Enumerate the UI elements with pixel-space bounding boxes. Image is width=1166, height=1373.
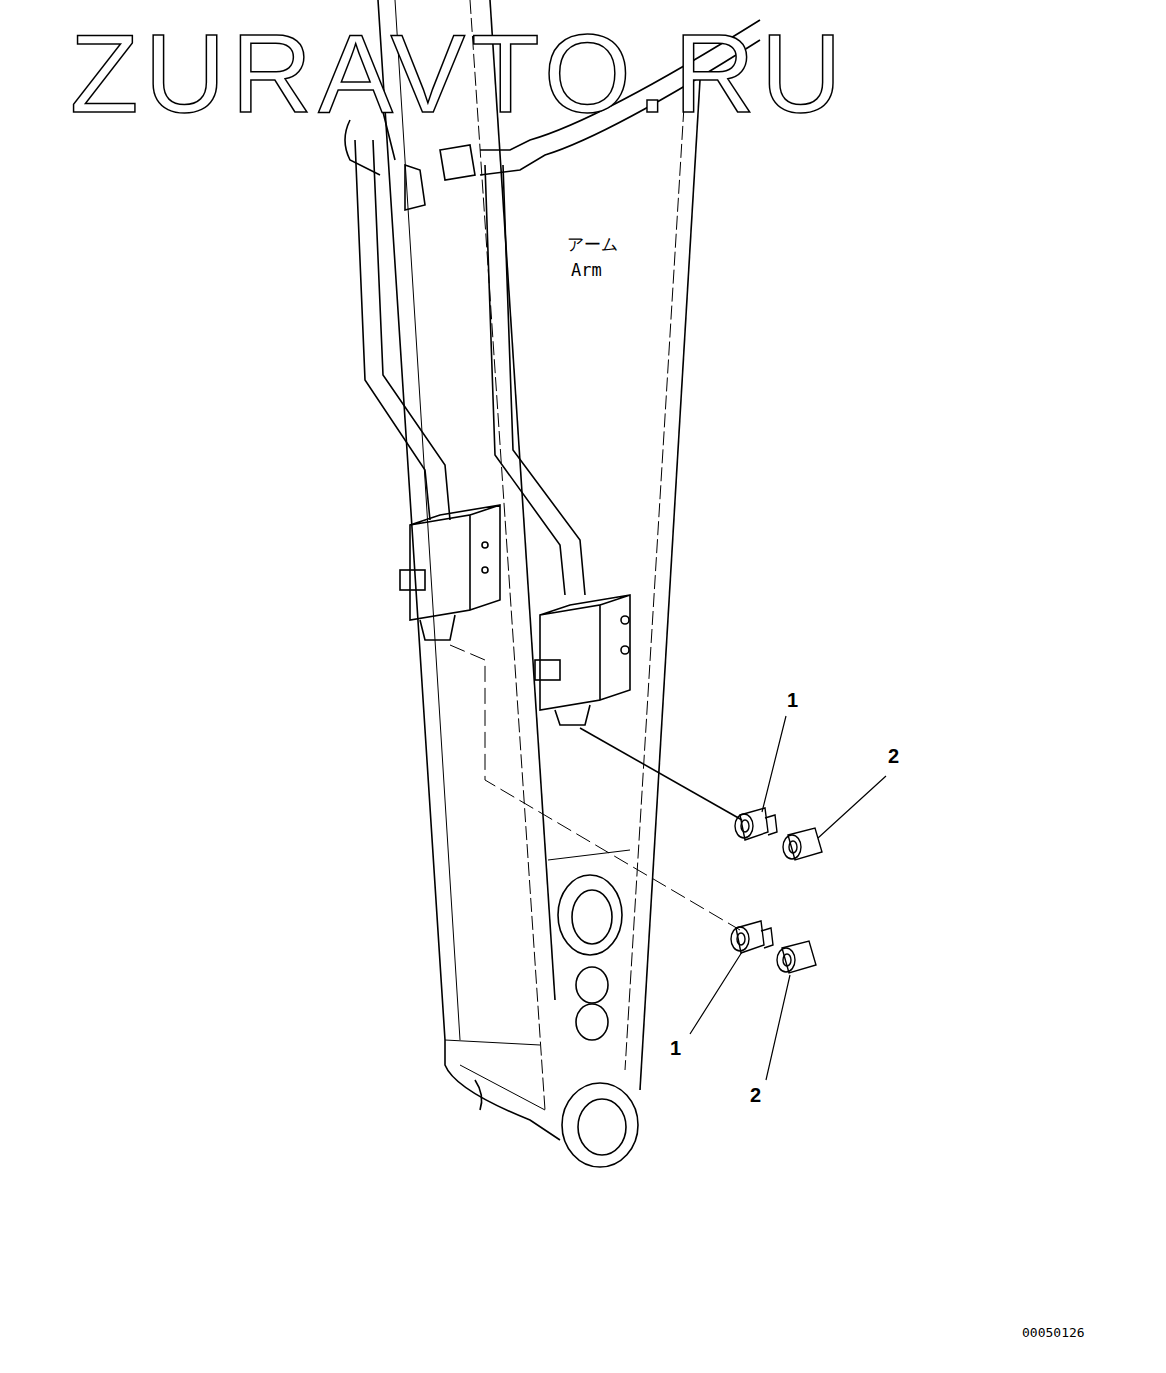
watermark: ZURAVTO.RU bbox=[70, 18, 848, 130]
drawing-number: 00050126 bbox=[1022, 1326, 1085, 1339]
callout-number: 1 bbox=[787, 690, 798, 710]
part-name: Arm bbox=[571, 262, 602, 279]
callout-number: 1 bbox=[670, 1038, 681, 1058]
callout-number: 2 bbox=[888, 746, 899, 766]
callout-number: 2 bbox=[750, 1085, 761, 1105]
part-name-jp: アーム bbox=[567, 236, 618, 253]
